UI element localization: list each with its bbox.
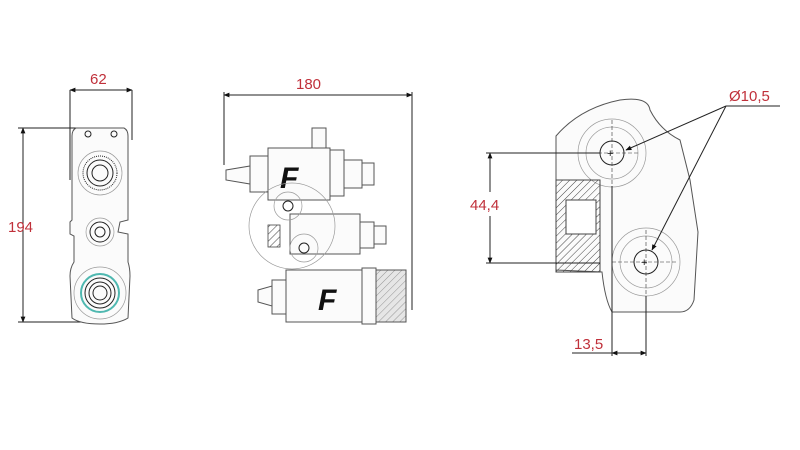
logo-top: F [280,162,299,195]
hole-diameter-dimension: Ø10,5 [729,88,770,105]
svg-text:+: + [607,148,613,160]
detail-circle [248,182,336,270]
side-view: 62 194 [8,71,133,325]
front-width-dimension: 180 [296,76,321,93]
vertical-spacing-dimension: 44,4 [470,197,499,214]
side-width-dimension: 62 [90,71,107,88]
front-view: 180 F F [223,76,413,325]
side-height-dimension: 194 [8,219,33,236]
horizontal-offset-dimension: 13,5 [574,336,603,353]
svg-text:+: + [641,257,647,269]
detail-view: + + 44,4 13,5 Ø10,5 [470,88,780,356]
logo-bottom: F [318,284,337,317]
teal-ring [80,273,120,313]
